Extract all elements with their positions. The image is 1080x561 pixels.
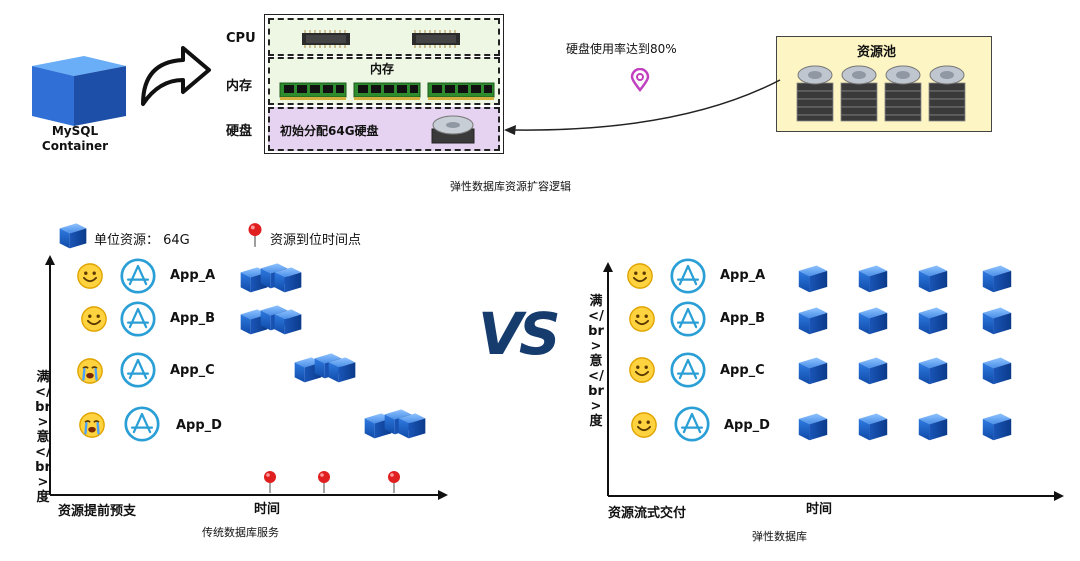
left-origin-label: 资源提前预支 <box>58 504 137 519</box>
cube-icon <box>854 410 892 442</box>
server-icon <box>795 63 835 123</box>
cube-icon <box>794 304 832 336</box>
left-x-label: 时间 <box>254 502 281 517</box>
happy-face-icon <box>628 305 656 333</box>
time-pin-icon <box>262 470 278 494</box>
happy-face-icon <box>76 262 104 290</box>
time-pin-icon <box>316 470 332 494</box>
server-icon <box>839 63 879 123</box>
memory-label: 内存 <box>226 79 253 94</box>
location-pin-icon <box>628 67 652 93</box>
app-name: App_A <box>720 268 766 283</box>
disk-label: 硬盘 <box>226 124 253 139</box>
cube-icon <box>794 354 832 386</box>
allocation-arrow <box>504 79 781 135</box>
happy-face-icon <box>80 305 108 333</box>
app-store-icon <box>670 258 706 294</box>
memory-slot: 内存 <box>268 57 500 105</box>
resource-pool: 资源池 <box>776 36 992 132</box>
cube-icon <box>268 306 308 336</box>
cpu-slot <box>268 18 500 56</box>
unit-resource-label: 单位资源： 64G <box>94 233 190 248</box>
cube-icon <box>268 264 308 294</box>
cube-icon <box>794 410 832 442</box>
time-pin-icon <box>386 470 402 494</box>
app-name: App_B <box>720 311 766 326</box>
app-store-icon <box>670 301 706 337</box>
app-name: App_C <box>720 363 765 378</box>
cube-icon <box>914 354 952 386</box>
resource-cluster-app-b <box>234 300 306 338</box>
right-origin-label: 资源流式交付 <box>608 506 687 521</box>
ram-stick-icon <box>278 79 348 101</box>
disk-inner-label: 初始分配64G硬盘 <box>280 124 379 138</box>
app-store-icon <box>124 406 160 442</box>
app-store-icon <box>674 406 710 442</box>
time-point-label: 资源到位时间点 <box>270 233 362 248</box>
app-store-icon <box>120 301 156 337</box>
resource-cluster-app-c <box>288 348 360 386</box>
cube-icon <box>854 262 892 294</box>
server-icon <box>927 63 967 123</box>
vs-label: VS <box>478 300 561 368</box>
right-y-label: 满 </ br > 意 </ br > 度 <box>588 294 604 429</box>
cpu-chip-icon <box>406 29 466 49</box>
cube-icon <box>914 262 952 294</box>
app-name: App_B <box>170 311 216 326</box>
cube-icon <box>978 304 1016 336</box>
app-name: App_D <box>176 418 222 433</box>
cube-icon <box>854 354 892 386</box>
happy-face-icon <box>630 411 658 439</box>
resource-pool-label: 资源池 <box>857 45 897 60</box>
cube-icon <box>854 304 892 336</box>
cpu-chip-icon <box>296 29 356 49</box>
left-y-label: 满 </ br > 意 </ br > 度 <box>35 370 51 505</box>
cube-icon <box>978 354 1016 386</box>
happy-face-icon <box>626 262 654 290</box>
right-axes <box>603 262 1064 501</box>
app-name: App_C <box>170 363 215 378</box>
right-caption: 弹性数据库 <box>752 530 807 543</box>
server-icon <box>883 63 923 123</box>
mysql-container-icon <box>22 52 132 128</box>
time-pin-icon <box>246 222 264 248</box>
disk-usage-label: 硬盘使用率达到80% <box>566 42 677 56</box>
cube-icon <box>978 410 1016 442</box>
container-label: MySQL Container <box>41 124 109 153</box>
cube-icon <box>322 354 362 384</box>
happy-face-icon <box>628 356 656 384</box>
memory-inner-label: 内存 <box>370 62 395 76</box>
crying-face-icon <box>76 357 104 385</box>
right-x-label: 时间 <box>806 502 833 517</box>
cpu-label: CPU <box>226 31 256 46</box>
ram-stick-icon <box>352 79 422 101</box>
left-caption: 传统数据库服务 <box>202 526 279 539</box>
cube-icon <box>794 262 832 294</box>
cube-icon <box>914 410 952 442</box>
ram-stick-icon <box>426 79 496 101</box>
unit-cube-icon <box>56 220 90 250</box>
app-name: App_A <box>170 268 216 283</box>
curved-arrow-icon <box>135 40 215 110</box>
cube-icon <box>978 262 1016 294</box>
left-axes <box>45 255 448 500</box>
app-store-icon <box>120 352 156 388</box>
resource-cluster-app-a <box>234 258 306 294</box>
top-caption: 弹性数据库资源扩容逻辑 <box>450 180 571 193</box>
app-store-icon <box>120 258 156 294</box>
app-store-icon <box>670 352 706 388</box>
disk-slot: 初始分配64G硬盘 <box>268 107 500 151</box>
resource-cluster-app-d <box>358 404 432 444</box>
cube-icon <box>914 304 952 336</box>
app-name: App_D <box>724 418 770 433</box>
crying-face-icon <box>78 411 106 439</box>
hard-disk-icon <box>431 115 475 144</box>
cube-icon <box>392 410 432 440</box>
